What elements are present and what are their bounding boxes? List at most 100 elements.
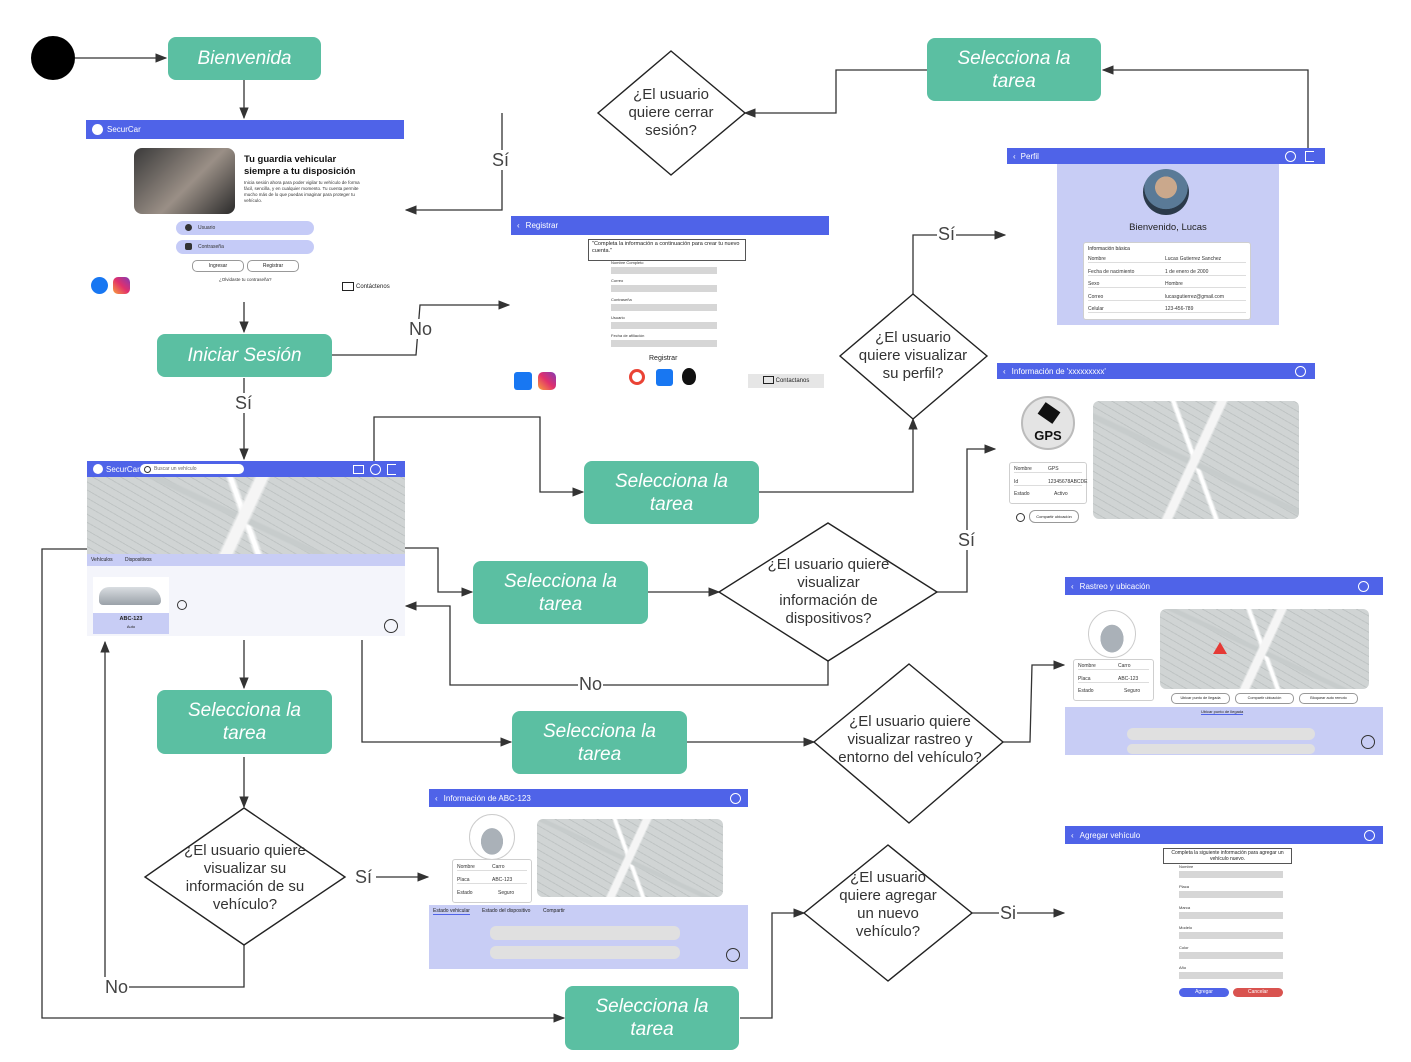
tracking-share-button[interactable]: Compartir ubicación (1235, 693, 1294, 704)
device-appbar: ‹ Información de 'xxxxxxxxx' (997, 363, 1315, 379)
decision-ver-vehiculo: ¿El usuario quiere visualizar su informa… (184, 842, 306, 913)
instagram-icon[interactable] (113, 277, 130, 294)
search-icon (144, 466, 151, 473)
screen-register: ‹ Registrar "Completa la información a c… (511, 216, 829, 394)
vehicle-back-icon[interactable]: ‹ (435, 793, 438, 803)
edge-label-login-no: No (408, 319, 434, 339)
add-field-6[interactable] (1179, 972, 1283, 979)
vehicle-tab-3[interactable]: Compartir (543, 908, 565, 914)
edge-label-vehiculo-si: Sí (354, 867, 374, 887)
tracking-arrival-button[interactable]: Ubicar punto de llegada (1171, 693, 1230, 704)
user-icon (185, 224, 192, 231)
edge-label-cerrar-si: Sí (491, 150, 511, 170)
tracking-row-3-key: Estado (1078, 688, 1094, 694)
device-back-icon[interactable]: ‹ (1003, 366, 1006, 376)
profile-row-4-key: Correo (1088, 294, 1104, 300)
tab-devices[interactable]: Dispositivos (125, 557, 152, 563)
add-field-4[interactable] (1179, 932, 1283, 939)
profile-account-icon[interactable] (1285, 151, 1296, 162)
register-instagram-icon[interactable] (538, 372, 556, 390)
tracking-map[interactable] (1160, 609, 1369, 689)
add-field-3[interactable] (1179, 912, 1283, 919)
username-input[interactable]: Usuario (176, 221, 314, 235)
vehicle-search-input[interactable]: Buscar un vehículo (140, 464, 244, 474)
add-field-1[interactable] (1179, 871, 1283, 878)
tracking-back-icon[interactable]: ‹ (1071, 581, 1074, 591)
forgot-password-link[interactable]: ¿Olvidaste tu contraseña? (219, 277, 272, 282)
facebook-icon[interactable] (91, 277, 108, 294)
profile-row-3-value: Hombre (1165, 281, 1183, 287)
mail-header-icon[interactable] (353, 465, 364, 474)
logout-icon[interactable] (387, 464, 396, 475)
register-submit[interactable]: Registrar (649, 355, 678, 362)
vehicle-card[interactable]: ABC-123 Auto (93, 577, 169, 634)
register-facebook-icon[interactable] (514, 372, 532, 390)
tab-vehicles[interactable]: Vehículos (91, 557, 113, 563)
register-button[interactable]: Registrar (247, 260, 299, 272)
start-node (31, 36, 75, 80)
vehicle-tab-2[interactable]: Estado del dispositivo (482, 908, 531, 914)
vehicle-map[interactable] (537, 819, 723, 897)
vehicle-tab-1[interactable]: Estado vehicular (433, 908, 470, 915)
node-tarea-dispositivos: Selecciona la tarea (473, 561, 648, 624)
device-account-icon[interactable] (1295, 366, 1306, 377)
register-field-3[interactable] (611, 304, 717, 311)
decision-ver-rastreo: ¿El usuario quiere visualizar rastreo y … (838, 713, 982, 766)
add-vehicle-back-icon[interactable]: ‹ (1071, 830, 1074, 840)
vehicle-account-icon[interactable] (730, 793, 741, 804)
vehicle-phone-icon[interactable] (726, 948, 740, 962)
profile-back-icon[interactable]: ‹ (1013, 151, 1016, 161)
add-vehicle-submit[interactable]: Agregar (1179, 988, 1229, 997)
add-vehicle-icon[interactable] (177, 600, 187, 610)
add-field-label-4: Modelo (1179, 925, 1193, 930)
device-share-button[interactable]: Compartir ubicación (1029, 510, 1079, 523)
decision-perfil-shape (838, 293, 989, 420)
profile-logout-icon[interactable] (1305, 151, 1314, 162)
register-field-2[interactable] (611, 285, 717, 292)
add-field-label-1: Nombre (1179, 864, 1194, 869)
tracking-phone-icon[interactable] (1361, 735, 1375, 749)
register-field-5-select[interactable] (611, 340, 717, 347)
vehicle-title: Información de ABC-123 (443, 793, 531, 803)
device-share-icon[interactable] (1016, 513, 1025, 522)
add-vehicle-account-icon[interactable] (1364, 830, 1375, 841)
add-vehicle-intro: Completa la siguiente información para a… (1163, 848, 1292, 864)
add-field-5[interactable] (1179, 952, 1283, 959)
facebook-signup-icon[interactable] (656, 369, 673, 386)
account-icon[interactable] (370, 464, 381, 475)
tracking-lock-button[interactable]: Bloquear auto remoto (1299, 693, 1358, 704)
back-icon[interactable]: ‹ (517, 221, 520, 230)
add-vehicle-cancel[interactable]: Cancelar (1233, 988, 1283, 997)
tracking-account-icon[interactable] (1358, 581, 1369, 592)
add-field-2[interactable] (1179, 891, 1283, 898)
vehicle-field-1 (490, 926, 680, 940)
warning-icon (1213, 642, 1227, 654)
device-map[interactable] (1093, 401, 1299, 519)
apple-icon[interactable] (682, 368, 696, 385)
edge-rastreo-tracking (1003, 660, 1066, 743)
vehicle-search-placeholder: Buscar un vehículo (154, 466, 197, 472)
main-tabs: Vehículos Dispositivos (87, 554, 405, 566)
decision-disp-shape (717, 522, 939, 662)
decision-rastreo-shape (812, 663, 1005, 824)
tracking-tab[interactable]: Ubicar punto de llegada (1201, 709, 1244, 715)
vehicle-row-3-key: Estado (457, 890, 473, 896)
login-button[interactable]: Ingresar (192, 260, 244, 272)
register-field-4[interactable] (611, 322, 717, 329)
google-icon[interactable] (629, 369, 645, 385)
mail-icon (342, 282, 354, 291)
node-iniciar-sesion: Iniciar Sesión (157, 334, 332, 377)
register-contact-button[interactable]: Contactanos (748, 374, 824, 388)
phone-icon[interactable] (384, 619, 398, 633)
edge-perfil-decision-profile-si (912, 230, 1007, 294)
decision-cerrar-shape (596, 50, 747, 176)
contact-link[interactable]: Contáctenos (342, 282, 390, 291)
register-field-1[interactable] (611, 267, 717, 274)
main-map[interactable] (87, 477, 405, 554)
password-input[interactable]: Contraseña (176, 240, 314, 254)
